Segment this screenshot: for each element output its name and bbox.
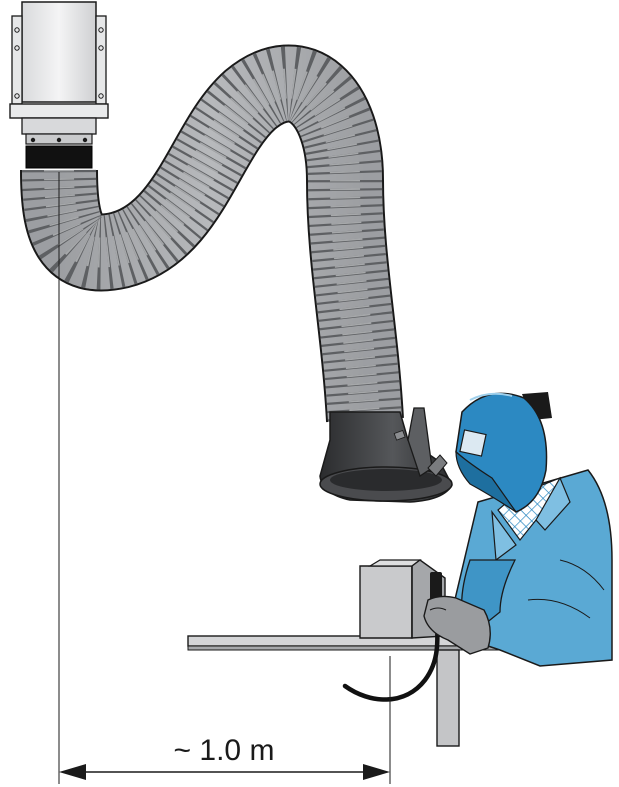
arrowhead-left: [59, 764, 86, 780]
extraction-unit-mount: [10, 2, 108, 168]
reach-dimension-label: ~ 1.0 m: [174, 734, 275, 767]
flexible-extraction-hose: [59, 83, 365, 420]
arrowhead-right: [363, 764, 390, 780]
welding-table: [188, 636, 500, 746]
welder-figure: [424, 392, 612, 666]
extraction-hood: [320, 408, 452, 502]
